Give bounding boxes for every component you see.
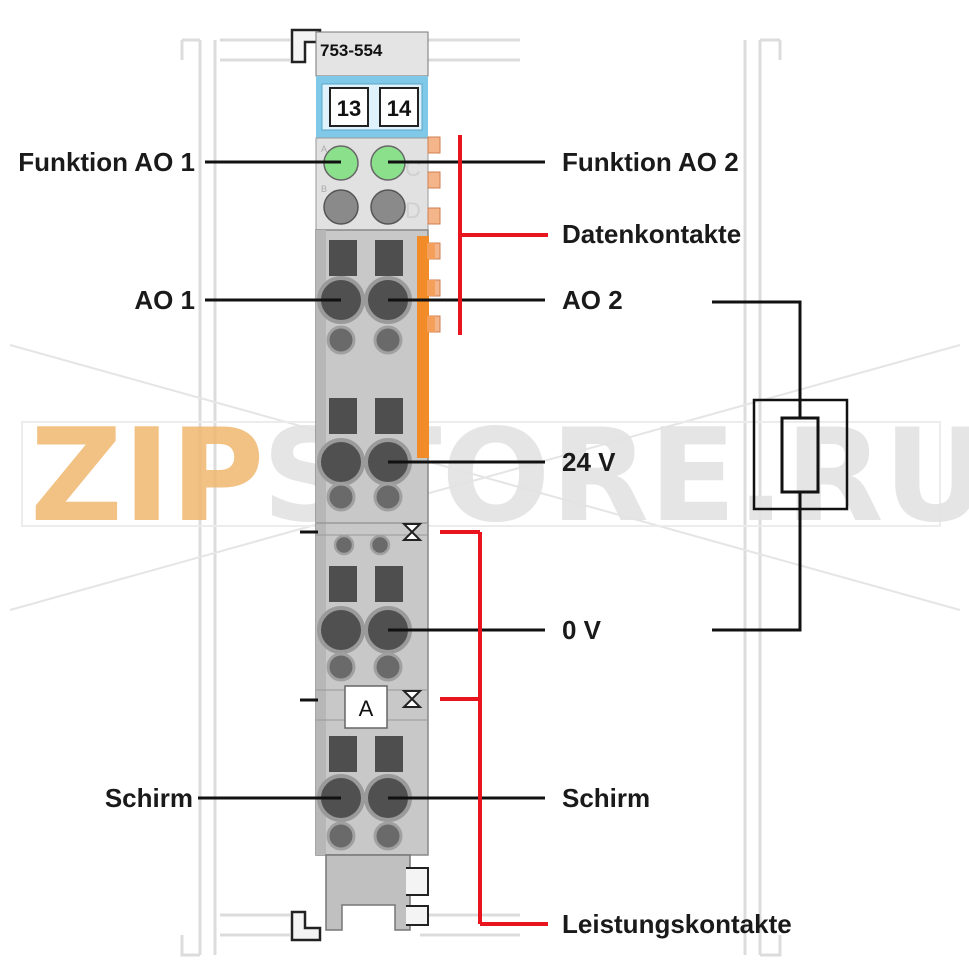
marker-14 (379, 87, 419, 127)
led-b (323, 189, 359, 225)
label-schirm-right: Schirm (562, 783, 650, 813)
label-ao2: AO 2 (562, 285, 623, 315)
label-24v: 24 V (562, 447, 616, 477)
leader-lines (198, 160, 545, 800)
bottom-foot (325, 854, 411, 931)
led-letter-b: B (321, 184, 327, 194)
label-funktion-ao2: Funktion AO 2 (562, 147, 739, 177)
bottom-latch (290, 910, 322, 942)
power-contact-bottom (401, 690, 423, 708)
label-0v: 0 V (562, 615, 602, 645)
power-contact-top (401, 523, 423, 541)
slot-a-label: A (359, 696, 374, 721)
label-datenkontakte: Datenkontakte (562, 219, 741, 249)
slot-a-box (344, 685, 388, 729)
label-funktion-ao1: Funktion AO 1 (18, 147, 195, 177)
marker-13 (329, 87, 369, 127)
led-d (370, 189, 406, 225)
label-leistungskontakte: Leistungskontakte (562, 909, 792, 939)
led-letter-d: D (405, 198, 421, 223)
rail-outline (180, 38, 782, 957)
data-contacts (427, 136, 441, 333)
load-resistor-symbol (712, 300, 849, 632)
red-brackets (440, 135, 548, 926)
header-plate (315, 31, 429, 77)
label-ao1: AO 1 (134, 285, 195, 315)
orange-rail (417, 236, 429, 458)
part-number: 753-554 (320, 41, 383, 60)
watermark: ZIP STORE.RU (9, 344, 969, 611)
led-letter-c: C (405, 156, 421, 181)
top-latch (290, 28, 322, 64)
watermark-text-left: ZIP (30, 402, 264, 551)
marker-label-14: 14 (387, 96, 412, 121)
led-letter-a: A (321, 144, 327, 154)
label-schirm-left: Schirm (105, 783, 193, 813)
marker-label-13: 13 (337, 96, 361, 121)
terminal-group-4 (317, 736, 412, 851)
labels: Funktion AO 1 Funktion AO 2 Datenkontakt… (18, 147, 791, 939)
